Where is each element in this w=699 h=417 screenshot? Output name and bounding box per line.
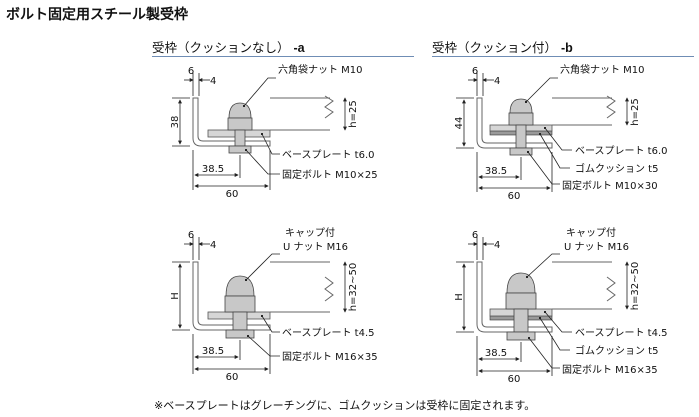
bolt-label: 固定ボルト M10×25 [282,168,378,181]
dim-4: 4 [494,76,500,87]
bolt-shank [232,311,248,331]
dim-38-5: 38.5 [485,348,507,359]
dim-height: 38 [170,116,181,129]
dim-h: h=25 [348,100,359,127]
nut-hex [505,292,537,310]
nut-hex [227,117,253,131]
bolt-label: 固定ボルト M16×35 [282,350,378,363]
nut-hex [508,112,534,126]
grating-bar [552,261,616,310]
bolt-head [225,329,255,339]
dim-6: 6 [188,230,194,241]
frame-angle [192,261,271,331]
nut-hex [224,295,256,313]
bolt-label: 固定ボルト M10×30 [562,179,658,192]
cap-nut [225,275,255,297]
grating-bar [552,95,616,126]
variant-b-underline [432,56,694,57]
dim-4: 4 [210,240,216,251]
dim-60: 60 [508,374,521,385]
dim-38-5: 38.5 [485,166,507,177]
dim-height: H [454,293,465,301]
cap-nut [509,98,533,114]
bolt-head [228,145,252,154]
diagram-b-top: 6 4 44 h=25 38.5 60 六角袋ナット M10 ベースプレート t… [454,63,668,202]
cushion-label: ゴムクッション t5 [575,162,658,175]
nut-label: 六角袋ナット M10 [278,63,363,76]
dim-60: 60 [508,191,521,202]
variant-a-heading: 受枠（クッションなし） -a [152,37,305,56]
variant-b-heading-text: 受枠（クッション付） [432,40,558,55]
variant-a-underline [152,56,414,57]
dim-height: H [170,292,181,300]
plate-label: ベースプレート t6.0 [575,145,668,157]
bolt-head [509,147,533,156]
variant-b-suffix: -b [561,41,573,55]
cap-nut [228,102,252,119]
dim-6: 6 [472,66,478,77]
diagram-b-bottom: 6 4 H h=32~50 38.5 60 キャップ付 U ナット M16 ベー… [454,226,668,385]
nut-label-line-1: キャップ付 [566,226,616,239]
dim-4: 4 [494,240,500,251]
bolt-shank [513,308,529,333]
frame-angle [476,261,553,333]
page-title: ボルト固定用スチール製受枠 [6,7,188,23]
cushion-label: ゴムクッション t5 [575,344,658,357]
variant-a-heading-text: 受枠（クッションなし） [152,40,290,55]
dim-h: h=25 [630,98,641,125]
plate-label: ベースプレート t4.5 [575,327,668,339]
dim-height: 44 [454,117,465,130]
nut-label-line-1: キャップ付 [285,226,335,239]
dim-38-5: 38.5 [202,346,224,357]
bolt-shank [234,129,246,147]
dim-h: h=32~50 [630,262,641,311]
diagram-a-top: 6 4 38 h=25 38.5 60 六角袋ナット M10 ベースプレート t… [170,63,378,200]
frame-angle [192,97,271,147]
grating-bar [270,261,334,313]
bolt-shank [515,124,527,149]
variant-a-suffix: -a [293,41,305,55]
variant-b-heading: 受枠（クッション付） -b [432,37,573,56]
dim-4: 4 [210,76,216,87]
plate-label: ベースプレート t4.5 [282,327,375,339]
footnote: ※ベースプレートはグレーチングに、ゴムクッションは受枠に固定されます。 [154,399,536,412]
nut-label-line-2: U ナット M16 [283,241,348,253]
dim-6: 6 [472,230,478,241]
plate-label: ベースプレート t6.0 [282,149,375,161]
dim-38-5: 38.5 [202,164,224,175]
dim-6: 6 [188,66,194,77]
dim-h: h=32~50 [348,263,359,312]
diagram-a-bottom: 6 4 H h=32~50 38.5 60 キャップ付 U ナット M16 ベー… [170,226,378,383]
frame-angle [476,97,553,149]
dim-60: 60 [226,372,239,383]
nut-label: 六角袋ナット M10 [560,63,645,76]
cap-nut [506,272,536,294]
grating-bar [270,95,334,131]
bolt-head [506,331,536,341]
dim-60: 60 [226,189,239,200]
bolt-label: 固定ボルト M16×35 [562,363,658,376]
nut-label-line-2: U ナット M16 [564,241,629,253]
